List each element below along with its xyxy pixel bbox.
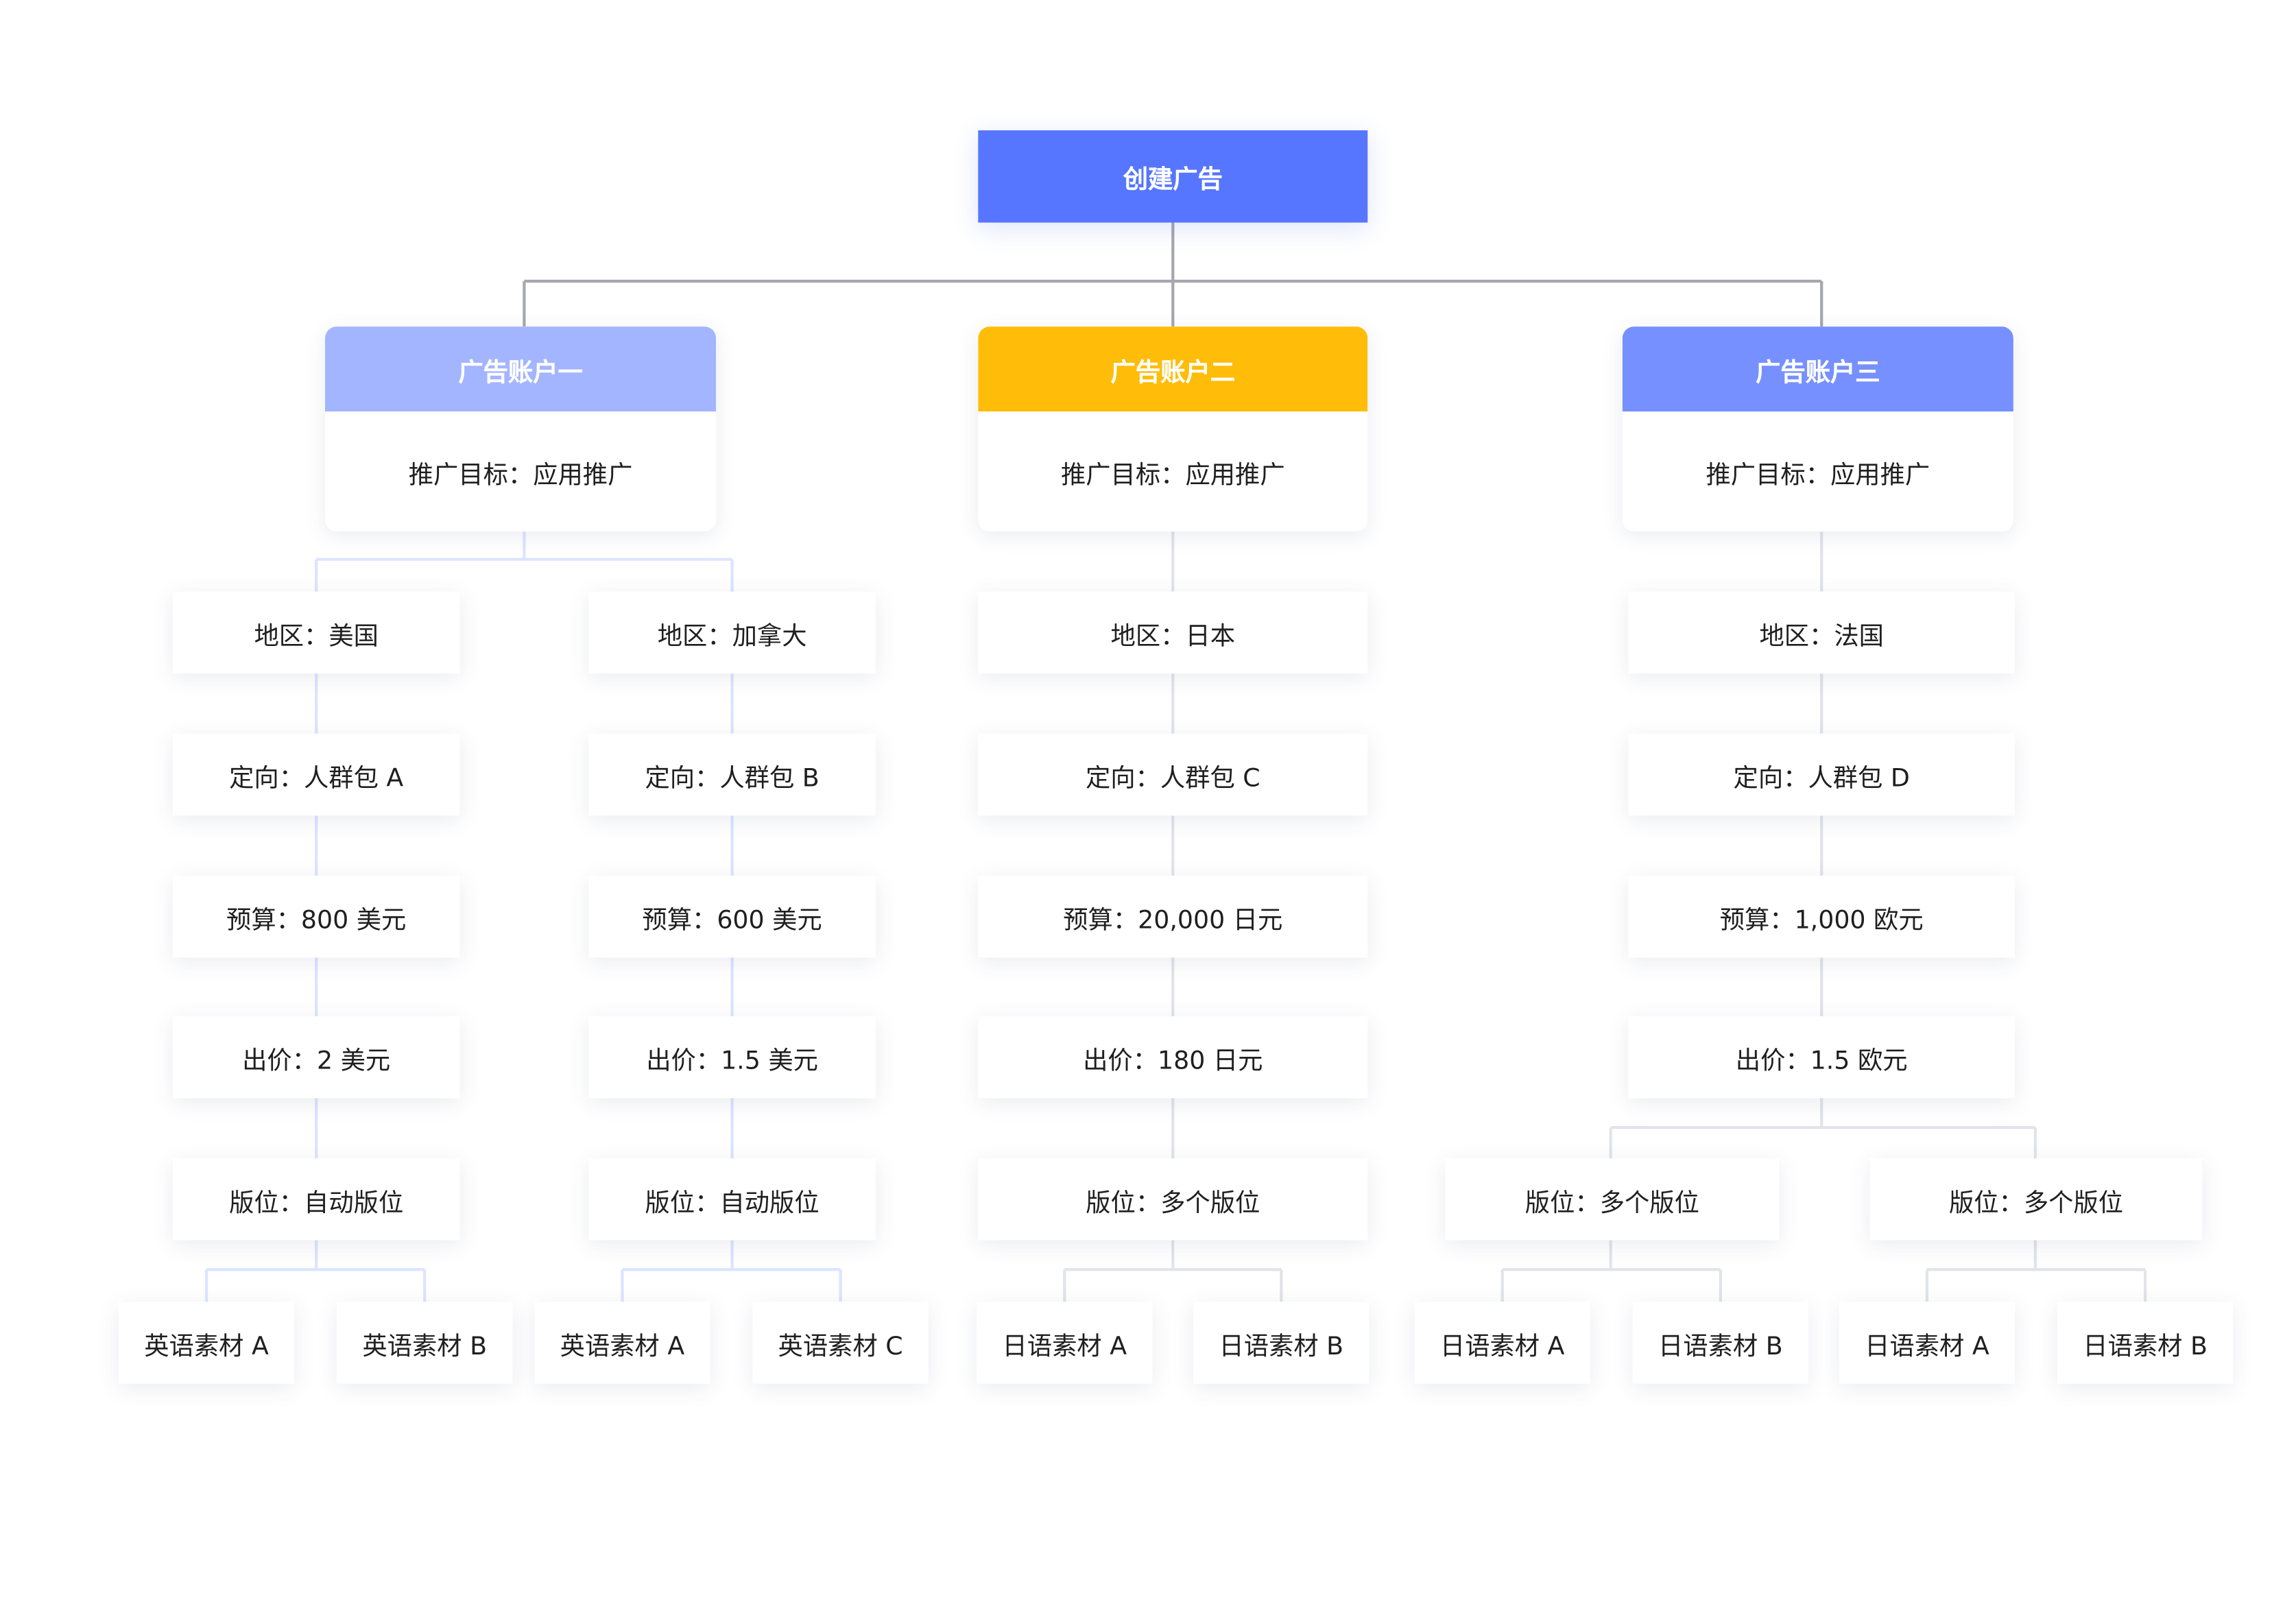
- placement-node: 版位：自动版位: [172, 1158, 460, 1241]
- budget-node: 预算：800 美元: [172, 875, 460, 958]
- material-node: 日语素材 B: [2057, 1302, 2234, 1384]
- material-label: 日语素材 B: [2083, 1331, 2208, 1361]
- material-node: 英语素材 A: [534, 1302, 710, 1384]
- targeting-node: 定向：人群包 B: [588, 733, 876, 816]
- targeting-node: 定向：人群包 C: [978, 733, 1368, 816]
- material-label: 英语素材 C: [778, 1331, 903, 1361]
- budget-label: 预算：600 美元: [642, 905, 822, 935]
- budget-label: 预算：800 美元: [226, 905, 407, 935]
- promotion-goal: 推广目标：应用推广: [408, 460, 633, 490]
- placement-node: 版位：多个版位: [978, 1158, 1368, 1241]
- region-label: 地区：法国: [1759, 621, 1884, 651]
- account-title: 广告账户三: [1756, 358, 1880, 387]
- region-label: 地区：日本: [1110, 621, 1236, 651]
- budget-label: 预算：20,000 日元: [1063, 905, 1283, 935]
- budget-label: 预算：1,000 欧元: [1719, 905, 1924, 935]
- material-node: 日语素材 A: [1414, 1302, 1590, 1384]
- bid-label: 出价：1.5 欧元: [1735, 1046, 1908, 1076]
- region-node: 地区：法国: [1628, 591, 2016, 674]
- region-node: 地区：日本: [978, 591, 1368, 674]
- targeting-node: 定向：人群包 A: [172, 733, 460, 816]
- region-node: 地区：加拿大: [588, 591, 876, 674]
- material-label: 日语素材 A: [1002, 1331, 1127, 1361]
- material-label: 日语素材 B: [1219, 1331, 1344, 1361]
- material-node: 英语素材 A: [118, 1302, 295, 1384]
- account-goal-3: 推广目标：应用推广: [1623, 411, 2013, 531]
- bid-label: 出价：2 美元: [242, 1046, 391, 1076]
- targeting-label: 定向：人群包 D: [1733, 763, 1910, 793]
- material-label: 日语素材 A: [1439, 1331, 1565, 1361]
- bid-node: 出价：180 日元: [978, 1016, 1368, 1099]
- budget-node: 预算：20,000 日元: [978, 875, 1368, 958]
- bid-label: 出价：1.5 美元: [646, 1046, 818, 1076]
- account-header-3: 广告账户三: [1622, 326, 2013, 411]
- account-card-1: 广告账户一 推广目标：应用推广: [325, 326, 717, 532]
- bid-label: 出价：180 日元: [1083, 1046, 1263, 1076]
- region-label: 地区：美国: [254, 621, 379, 651]
- region-node: 地区：美国: [172, 591, 460, 674]
- material-node: 日语素材 B: [1632, 1302, 1808, 1384]
- promotion-goal: 推广目标：应用推广: [1706, 460, 1930, 490]
- region-label: 地区：加拿大: [657, 621, 807, 651]
- bid-node: 出价：2 美元: [172, 1016, 460, 1099]
- material-node: 日语素材 B: [1193, 1302, 1370, 1384]
- budget-node: 预算：1,000 欧元: [1628, 875, 2016, 958]
- placement-label: 版位：自动版位: [645, 1188, 820, 1218]
- placement-node: 版位：自动版位: [588, 1158, 876, 1241]
- promotion-goal: 推广目标：应用推广: [1060, 460, 1285, 490]
- material-label: 日语素材 B: [1658, 1331, 1783, 1361]
- placement-label: 版位：多个版位: [1086, 1188, 1260, 1218]
- targeting-label: 定向：人群包 C: [1085, 763, 1260, 793]
- placement-label: 版位：自动版位: [229, 1188, 404, 1218]
- material-node: 英语素材 C: [752, 1302, 929, 1384]
- material-label: 英语素材 A: [560, 1331, 685, 1361]
- bid-node: 出价：1.5 美元: [588, 1016, 876, 1099]
- material-node: 日语素材 A: [1839, 1302, 2016, 1384]
- account-header-2: 广告账户二: [978, 326, 1368, 411]
- placement-label: 版位：多个版位: [1524, 1188, 1699, 1218]
- account-goal-1: 推广目标：应用推广: [325, 411, 716, 531]
- targeting-label: 定向：人群包 A: [229, 763, 404, 793]
- placement-label: 版位：多个版位: [1948, 1188, 2124, 1218]
- material-label: 英语素材 B: [362, 1331, 488, 1361]
- targeting-node: 定向：人群包 D: [1628, 733, 2016, 816]
- account-card-2: 广告账户二 推广目标：应用推广: [978, 326, 1368, 532]
- bid-node: 出价：1.5 欧元: [1628, 1016, 2016, 1099]
- account-title: 广告账户一: [458, 358, 583, 387]
- account-header-1: 广告账户一: [325, 326, 717, 411]
- material-label: 英语素材 A: [144, 1331, 269, 1361]
- material-node: 英语素材 B: [337, 1302, 513, 1384]
- account-goal-2: 推广目标：应用推广: [978, 411, 1367, 531]
- material-node: 日语素材 A: [977, 1302, 1153, 1384]
- root-label: 创建广告: [1123, 165, 1223, 195]
- placement-node: 版位：多个版位: [1869, 1158, 2203, 1241]
- root-node: 创建广告: [978, 130, 1368, 223]
- targeting-label: 定向：人群包 B: [645, 763, 820, 793]
- material-label: 日语素材 A: [1865, 1331, 1989, 1361]
- account-card-3: 广告账户三 推广目标：应用推广: [1622, 326, 2013, 532]
- budget-node: 预算：600 美元: [588, 875, 876, 958]
- placement-node: 版位：多个版位: [1445, 1158, 1780, 1241]
- account-title: 广告账户二: [1110, 358, 1236, 387]
